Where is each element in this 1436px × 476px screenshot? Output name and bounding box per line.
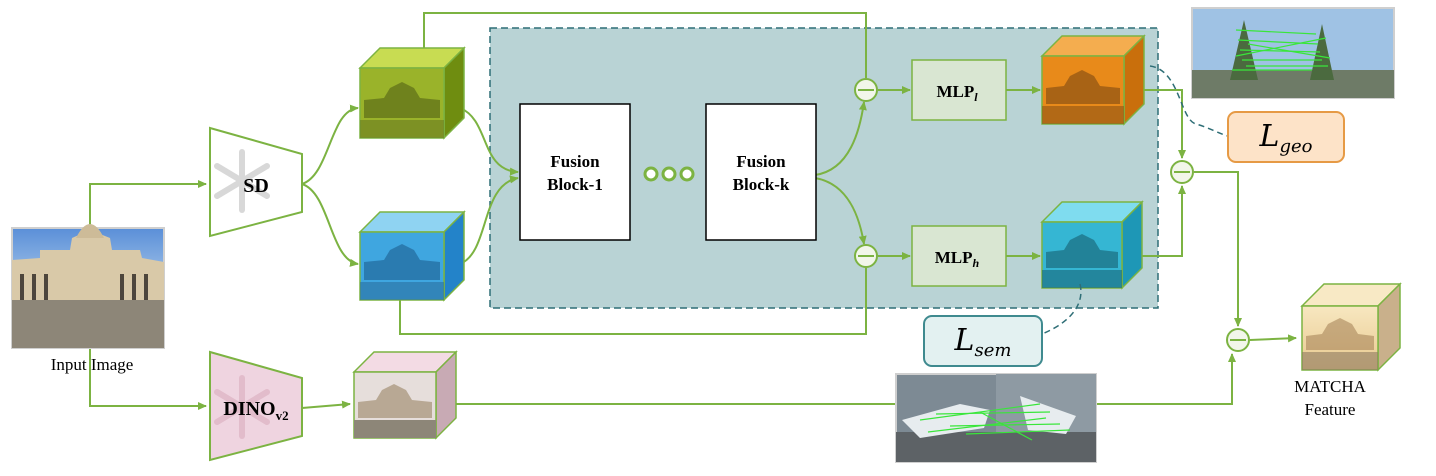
- sem-match-example-image: [895, 373, 1097, 463]
- geo-match-example-image: [1191, 7, 1395, 99]
- mlp-h-label: MLPh: [935, 248, 980, 270]
- sem-loss-label: Lsem: [954, 323, 1012, 361]
- mlp-l-label: MLPl: [936, 82, 978, 104]
- fusion-block-1-label-line2: Block-1: [547, 175, 603, 194]
- input-image: [11, 224, 165, 349]
- geo-loss-connector: [1149, 65, 1229, 137]
- fusion-block-1: [519, 103, 631, 241]
- ellipsis-dots: [643, 166, 695, 182]
- sd-feature-cube-high: [358, 210, 466, 302]
- sem-feature-cube: [1040, 200, 1144, 290]
- sd-label: SD: [243, 175, 269, 197]
- dino-encoder: DINOv2: [209, 350, 303, 462]
- output-label-line1: MATCHA: [1294, 377, 1367, 396]
- geo-feature-cube: [1040, 34, 1146, 126]
- combine-circles: [854, 78, 1250, 352]
- fusion-block-k-label-line2: Block-k: [733, 175, 790, 194]
- minus-signs: [858, 89, 1246, 341]
- output-label-line2: Feature: [1305, 400, 1356, 419]
- fusion-block-k: [705, 103, 817, 241]
- sd-encoder: SD: [209, 126, 303, 238]
- dino-label: DINOv2: [223, 398, 288, 423]
- mlp-h-box: [911, 225, 1007, 287]
- snowflake-icon: [214, 375, 270, 439]
- fusion-block-k-label-line1: Fusion: [736, 152, 786, 171]
- geo-loss-box: [1227, 111, 1345, 163]
- matcha-feature-cube: [1300, 282, 1402, 372]
- snowflake-icon: [214, 149, 270, 213]
- mlp-l-box: [911, 59, 1007, 121]
- connections: [89, 12, 1297, 410]
- input-image-label: Input Image: [51, 355, 134, 374]
- sem-loss-connector: [1041, 283, 1082, 335]
- geo-loss-label: Lgeo: [1259, 119, 1313, 157]
- sem-loss-box: [923, 315, 1043, 367]
- fusion-block-1-label-line1: Fusion: [550, 152, 600, 171]
- sd-feature-cube-low: [358, 46, 466, 140]
- dino-feature-cube: [352, 350, 458, 440]
